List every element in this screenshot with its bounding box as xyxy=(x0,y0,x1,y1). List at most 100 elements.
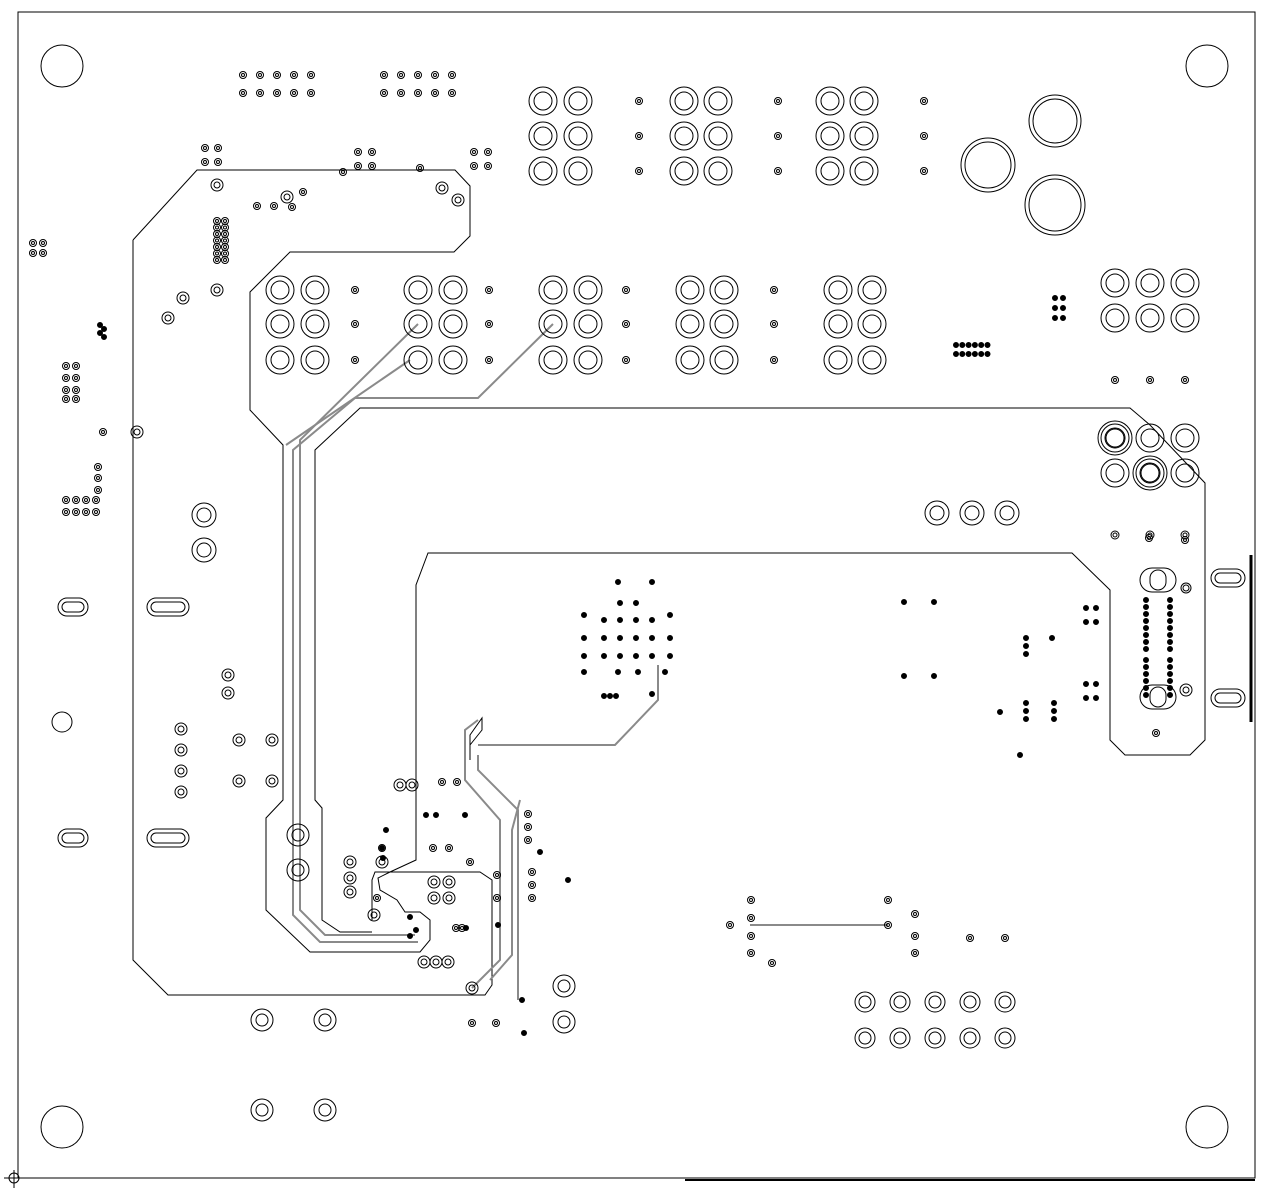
pad-ring xyxy=(191,537,217,563)
connector-pad xyxy=(709,309,739,339)
via xyxy=(984,351,991,357)
pad-ring xyxy=(709,345,739,375)
pad-hole xyxy=(74,376,78,380)
pad-hole xyxy=(543,280,563,300)
pad-ring xyxy=(201,158,209,166)
pad-hole xyxy=(283,193,291,201)
pad-ring xyxy=(774,97,782,105)
pad-ring xyxy=(1135,303,1165,333)
pad-ring xyxy=(538,345,568,375)
small-pad xyxy=(484,162,492,170)
small-pad xyxy=(528,881,536,889)
pad-ring xyxy=(373,894,381,902)
pad-ring xyxy=(191,502,217,528)
via xyxy=(1023,651,1029,657)
small-pad xyxy=(429,844,437,852)
small-pad xyxy=(368,148,376,156)
connector-pad xyxy=(857,309,887,339)
small-pad xyxy=(884,896,892,904)
pad-hole xyxy=(346,888,354,896)
pad-hole xyxy=(64,364,68,368)
pad xyxy=(451,193,465,207)
pad-hole xyxy=(305,350,325,370)
pad-ring xyxy=(854,991,876,1013)
via xyxy=(1143,597,1149,603)
pad-ring xyxy=(239,71,247,79)
small-pad xyxy=(82,508,90,516)
small-pad xyxy=(770,286,778,294)
pad-ring xyxy=(427,875,441,889)
small-pad xyxy=(445,844,453,852)
mounting-hole xyxy=(40,44,84,88)
pad-ring xyxy=(528,121,558,151)
small-pad xyxy=(368,162,376,170)
pad-hole xyxy=(770,961,774,965)
pad-hole xyxy=(486,164,490,168)
connector-pad xyxy=(538,275,568,305)
pad-hole xyxy=(749,934,753,938)
pad xyxy=(854,1027,876,1049)
via xyxy=(978,351,985,357)
pad-hole xyxy=(64,397,68,401)
connector-pad xyxy=(573,345,603,375)
pad-hole xyxy=(196,542,212,558)
via xyxy=(959,351,966,357)
connector-pad xyxy=(528,121,558,151)
pad-hole xyxy=(820,126,840,146)
pad-ring xyxy=(40,1105,84,1149)
pad-ring xyxy=(470,162,478,170)
slot-hole xyxy=(1214,572,1242,584)
pad-hole xyxy=(624,322,628,326)
pad-ring xyxy=(417,955,431,969)
pad-hole xyxy=(1032,98,1078,144)
small-pad xyxy=(1111,376,1119,384)
pad-hole xyxy=(370,164,374,168)
pad-ring xyxy=(1135,268,1165,298)
small-pad xyxy=(354,162,362,170)
pad-hole xyxy=(928,1031,942,1045)
pad-hole xyxy=(776,99,780,103)
via xyxy=(462,812,468,818)
small-pad xyxy=(747,949,755,957)
small-pad xyxy=(397,89,405,97)
small-pad xyxy=(213,223,221,232)
connector-pad xyxy=(538,309,568,339)
pad-hole xyxy=(674,126,694,146)
small-pad xyxy=(747,932,755,940)
pad-hole xyxy=(370,911,378,919)
pad-hole xyxy=(820,161,840,181)
small-pad xyxy=(635,97,643,105)
pad-hole xyxy=(470,1021,474,1025)
pad-hole xyxy=(255,204,259,208)
small-pad xyxy=(92,496,100,504)
pad-ring xyxy=(703,86,733,116)
pad-ring xyxy=(635,132,643,140)
connector-pad xyxy=(1170,423,1200,453)
pad-hole xyxy=(1113,378,1117,382)
pad-hole xyxy=(886,923,890,927)
via xyxy=(997,709,1003,715)
pad-ring xyxy=(397,71,405,79)
slot-hole xyxy=(1214,692,1242,704)
pad-hole xyxy=(133,428,141,436)
via xyxy=(495,922,501,928)
pad-ring xyxy=(448,89,456,97)
pad-ring xyxy=(920,167,928,175)
pad-hole xyxy=(213,286,221,294)
via xyxy=(1143,618,1149,624)
pad xyxy=(174,764,188,778)
via xyxy=(601,653,607,659)
small-pad xyxy=(768,959,776,967)
pad-hole xyxy=(487,288,491,292)
pad-hole xyxy=(772,322,776,326)
via xyxy=(1167,625,1173,631)
pad-hole xyxy=(1112,532,1118,538)
pad-hole xyxy=(196,507,212,523)
pad-ring xyxy=(221,223,229,232)
via xyxy=(1143,678,1149,684)
pad-ring xyxy=(405,778,419,792)
pad-ring xyxy=(528,86,558,116)
small-pad xyxy=(470,148,478,156)
pad-ring xyxy=(451,193,465,207)
small-pad xyxy=(62,362,70,370)
